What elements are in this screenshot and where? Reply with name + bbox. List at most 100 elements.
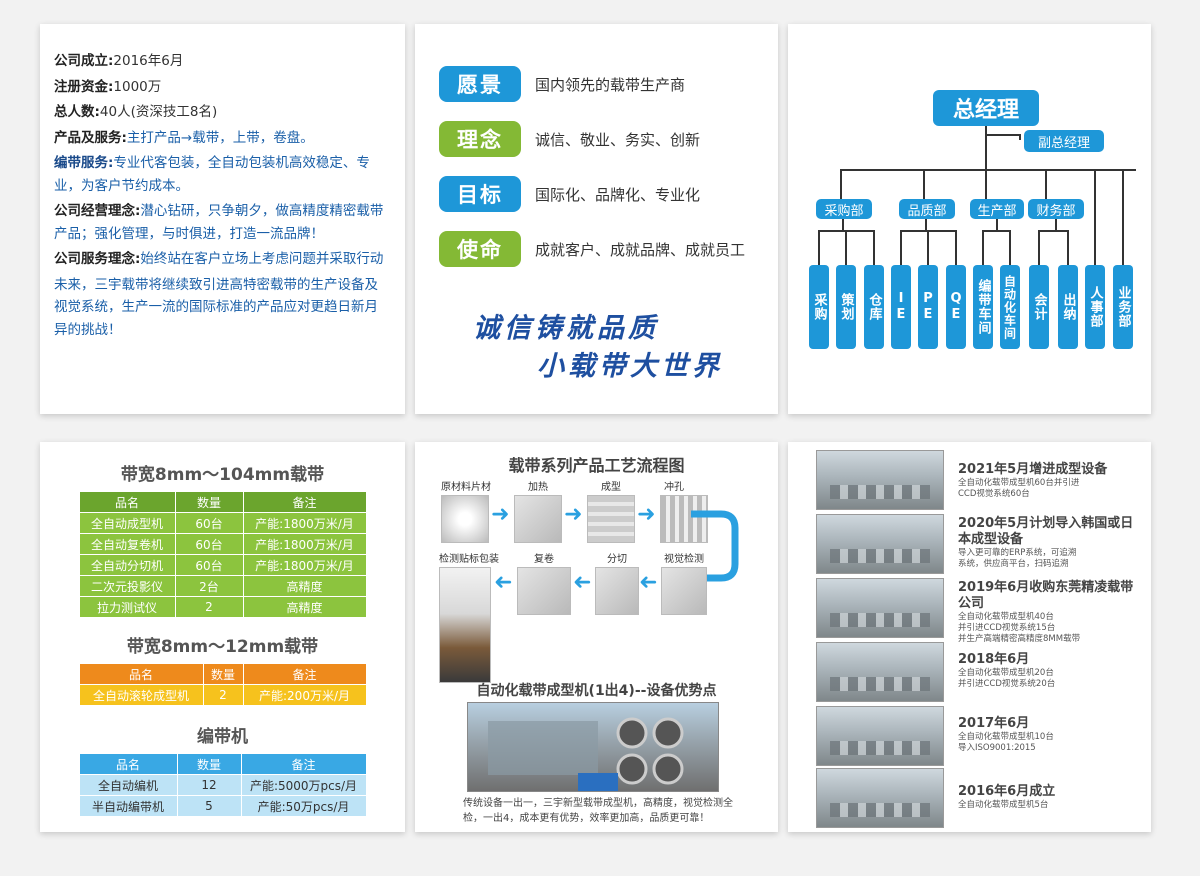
org-unit-box: 出纳 <box>1058 265 1078 349</box>
org-dept-quality: 品质部 <box>899 199 955 219</box>
arrow-right-icon: ➜ <box>491 502 510 527</box>
arrow-left-icon: ➜ <box>573 570 592 595</box>
form-image <box>587 495 635 543</box>
org-line <box>1122 169 1124 265</box>
products-line: 产品及服务:主打产品→载带，上带，卷盘。 <box>54 129 314 146</box>
arrow-right-icon: ➜ <box>637 502 656 527</box>
slogan-line-2: 小载带大世界 <box>537 351 723 382</box>
org-unit-box: QE <box>946 265 966 349</box>
org-dept-production: 生产部 <box>970 199 1024 219</box>
org-chart-panel: 总经理 副总经理 采购部 品质部 生产部 财务部 <box>788 24 1151 414</box>
future-line: 未来，三宇载带将继续致引进高特密载带的生产设备及视觉系统，生产一流的国际标准的产… <box>54 276 378 338</box>
flow-step-punch: 冲孔 <box>640 478 708 543</box>
org-unit-box: 业务部 <box>1113 265 1133 349</box>
org-line <box>985 126 987 170</box>
value-text: 诚信、敬业、务实、创新 <box>535 130 701 149</box>
org-line <box>1038 230 1040 265</box>
company-intro-panel: 公司成立:2016年6月 注册资金:1000万 总人数:40人(资深技工8名) … <box>40 24 405 414</box>
equipment-photo <box>467 702 719 792</box>
timeline-item: 2021年5月增进成型设备 全自动化载带成型机60台并引进 CCD视觉系统60台 <box>816 450 1141 510</box>
org-line <box>1019 134 1021 140</box>
table1-title: 带宽8mm～104mm载带 <box>120 465 325 485</box>
pack-image <box>439 567 491 683</box>
org-line <box>842 219 844 231</box>
slogan-line-1: 诚信铸就品质 <box>473 313 659 344</box>
staff-line: 总人数:40人(资深技工8名) <box>54 104 218 120</box>
vision-image <box>661 567 707 615</box>
flow-step-raw-material: 原材料片材 <box>441 478 491 543</box>
flow-step-rewind: 复卷 <box>517 550 571 615</box>
org-line <box>1094 169 1096 265</box>
org-line <box>818 230 820 265</box>
timeline-item: 2020年5月计划导入韩国或日本成型设备 导入更可靠的ERP系统，可追溯 系统，… <box>816 514 1141 574</box>
flow-step-form: 成型 <box>587 478 635 543</box>
factory-photo <box>816 768 944 828</box>
value-tag: 愿景 <box>439 66 521 102</box>
table-header: 备注 <box>242 491 367 513</box>
heat-image <box>514 495 562 543</box>
org-unit-box: 策划 <box>836 265 856 349</box>
founded-line: 公司成立:2016年6月 <box>54 53 184 69</box>
slit-image <box>595 567 639 615</box>
org-deputy-box: 副总经理 <box>1024 130 1104 152</box>
taping-line: 编带服务:专业代客包装，全自动包装机高效稳定、专业，为客户节约成本。 <box>54 155 370 194</box>
org-line <box>927 230 929 265</box>
table-header: 品名 <box>78 491 176 513</box>
factory-photo <box>816 706 944 766</box>
timeline-item: 2016年6月成立 全自动化载带成型机5台 <box>816 768 1141 828</box>
org-unit-box: 会计 <box>1029 265 1049 349</box>
flow-step-heat: 加热 <box>514 478 562 543</box>
value-text: 成就客户、成就品牌、成就员工 <box>535 240 746 259</box>
org-line <box>985 134 1021 136</box>
timeline-item: 2017年6月 全自动化载带成型机10台 导入ISO9001:2015 <box>816 706 1141 766</box>
table-header: 备注 <box>240 753 367 775</box>
org-line <box>925 219 927 231</box>
table3-title: 编带机 <box>197 727 248 747</box>
value-row-vision: 愿景 国内领先的载带生产商 <box>439 66 685 102</box>
org-line <box>840 169 1136 171</box>
flow-title: 载带系列产品工艺流程图 <box>508 456 685 475</box>
timeline-item: 2019年6月收购东莞精凌载带公司 全自动化载带成型机40台 并引进CCD视觉系… <box>816 578 1141 644</box>
arrow-left-icon: ➜ <box>639 570 658 595</box>
table2-title: 带宽8mm～12mm载带 <box>126 637 319 657</box>
org-line <box>923 169 925 199</box>
org-chart: 总经理 副总经理 采购部 品质部 生产部 财务部 <box>788 24 1151 414</box>
org-line <box>840 169 842 199</box>
org-line <box>1067 230 1069 265</box>
flow-step-pack: 检测贴标包装 <box>439 550 499 683</box>
value-row-mission: 使命 成就客户、成就品牌、成就员工 <box>439 231 745 267</box>
value-row-idea: 理念 诚信、敬业、务实、创新 <box>439 121 700 157</box>
timeline-panel: 2021年5月增进成型设备 全自动化载带成型机60台并引进 CCD视觉系统60台… <box>788 442 1151 832</box>
flow-step-vision: 视觉检测 <box>661 550 707 615</box>
value-text: 国内领先的载带生产商 <box>535 75 686 94</box>
org-unit-box: 仓库 <box>864 265 884 349</box>
org-unit-box: 采购 <box>809 265 829 349</box>
punch-image <box>660 495 708 543</box>
equipment-note: 传统设备一出一，三宇新型载带成型机，高精度，视觉检测全检，一出4，成本更有优势，… <box>463 798 733 824</box>
factory-photo <box>816 578 944 638</box>
value-text: 国际化、品牌化、专业化 <box>535 185 701 204</box>
org-line <box>996 219 998 231</box>
org-dept-finance: 财务部 <box>1028 199 1084 219</box>
reels-icon <box>488 717 684 791</box>
factory-photo <box>816 514 944 574</box>
table-header: 数量 <box>174 491 244 513</box>
org-line <box>955 230 957 265</box>
capital-line: 注册资金:1000万 <box>54 78 162 95</box>
flow-step-slit: 分切 <box>595 550 639 615</box>
org-line <box>900 230 902 265</box>
org-line <box>845 230 847 265</box>
factory-photo <box>816 642 944 702</box>
org-unit-box: 自动化车间 <box>1000 265 1020 349</box>
value-tag: 理念 <box>439 121 521 157</box>
table-header: 数量 <box>176 753 242 775</box>
